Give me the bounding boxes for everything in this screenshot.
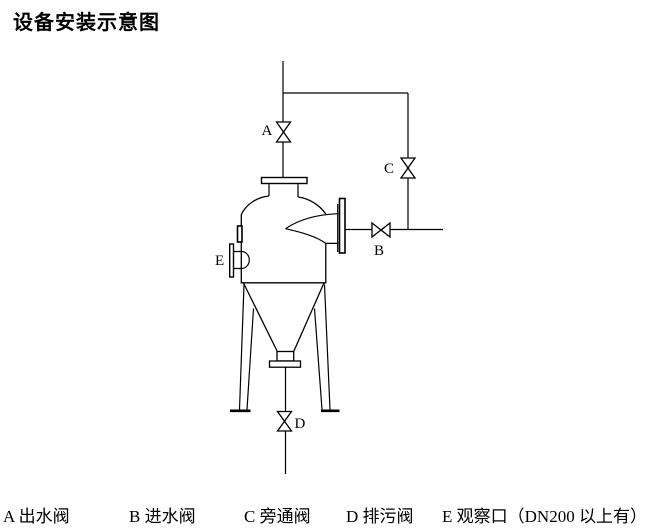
valve-a-label: A [262,123,273,139]
tank-cone [242,282,325,352]
valve-a-icon [275,121,292,143]
bottom-outlet-flange [268,360,302,368]
valve-labels: A C B D E [215,123,394,432]
observation-port-flange [228,243,235,278]
valve-d-icon [276,410,293,432]
legend-item-observation-port: E 观察口（DN200 以上有） [442,507,647,526]
legend-item-drain-valve: D 排污阀 [346,507,414,526]
valve-c-icon [399,157,417,179]
tank-dome-right [297,196,327,215]
legend-item-inlet-valve: B 进水阀 [129,507,196,526]
tank-neck [268,183,299,197]
piping [282,61,443,474]
observation-port-body [233,250,250,270]
page-title: 设备安装示意图 [13,12,160,34]
valve-b-icon [371,221,391,239]
side-flange [338,197,346,254]
legend-item-outlet-valve: A 出水阀 [3,507,70,526]
valve-b-label: B [374,243,384,259]
upper-left-nozzle [236,225,243,243]
valve-c-label: C [384,161,394,177]
tank [228,176,346,413]
internal-cone-nozzle [285,213,339,244]
valve-d-label: D [295,416,306,432]
tank-legs [238,284,331,410]
legend-item-bypass-valve: C 旁通阀 [244,507,311,526]
valves [275,121,417,432]
valve-e-label: E [215,253,224,269]
tank-top-flange [260,176,308,185]
tank-shell-outline [240,195,327,284]
